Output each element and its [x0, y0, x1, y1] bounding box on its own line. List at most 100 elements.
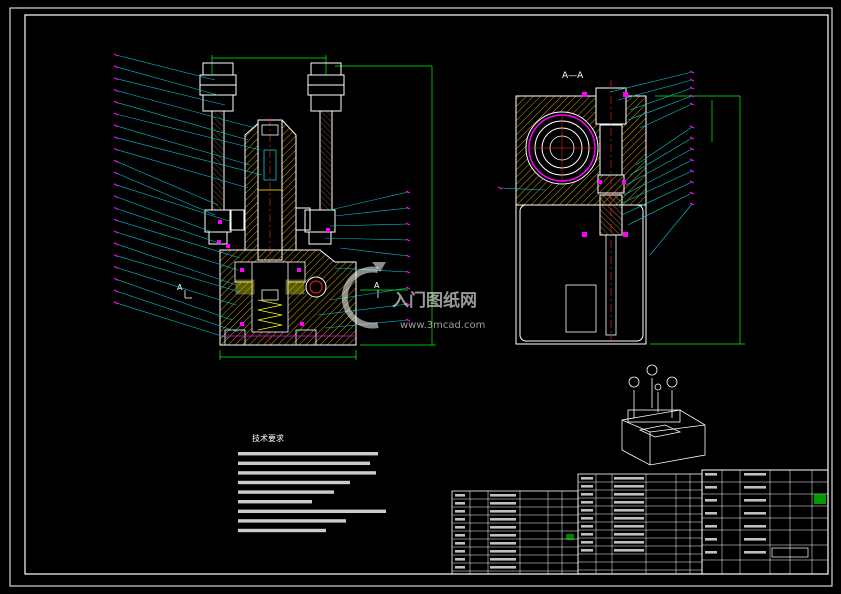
bom-cell-text [614, 485, 644, 488]
tech-line-stroke [238, 519, 346, 523]
leader-line [115, 137, 263, 176]
leader-line [499, 187, 546, 191]
tech-line-stroke [238, 480, 350, 485]
title-cell-text [705, 486, 717, 489]
leader-line [115, 208, 223, 245]
leader-line [115, 78, 226, 106]
watermark-url: www.3mcad.com [400, 320, 485, 331]
bom-cell-text [490, 550, 516, 553]
leader-line [115, 90, 256, 129]
bom-cell-text [455, 566, 465, 569]
balloon-tick [113, 88, 119, 92]
balloon-tick [689, 125, 695, 129]
bom-cell-text [614, 525, 644, 528]
balloon-tick [689, 202, 695, 206]
leader-line [115, 66, 219, 96]
balloon-tick [113, 147, 119, 151]
bom-cell-text [455, 510, 465, 513]
leader-line [324, 237, 409, 241]
title-cell-text [705, 525, 717, 528]
left-leader-lines [113, 53, 263, 339]
bom-cell-text [614, 549, 644, 552]
balloon-tick [689, 102, 695, 106]
balloon-tick [113, 183, 119, 187]
title-cell-text [744, 473, 766, 476]
parts-list [451, 473, 703, 575]
bom-cell-text [581, 541, 593, 544]
balloon-tick [113, 159, 119, 163]
bom-cell-text [455, 558, 465, 561]
drawing-name-box [771, 547, 809, 558]
leader-line [317, 303, 409, 316]
bom-cell-text [581, 549, 593, 552]
title-cell-text [744, 499, 766, 502]
balloon-tick [405, 238, 411, 242]
leader-line [609, 71, 693, 93]
balloon-tick [113, 242, 119, 246]
balloon-tick [405, 318, 411, 322]
bom-cell-text [581, 525, 593, 528]
bom-cell-text [490, 566, 516, 569]
bom-cell-text [490, 502, 516, 505]
title-cell-text [705, 551, 717, 554]
bom-cell-text [581, 517, 593, 520]
watermark: 入门图纸网 www.3mcad.com [341, 262, 485, 331]
balloon-tick [689, 78, 695, 82]
leader-line [639, 103, 693, 129]
balloon-tick [113, 65, 119, 69]
bom-cell-text [581, 509, 593, 512]
leader-line [115, 160, 219, 206]
bom-cell-text [490, 510, 516, 513]
balloon-tick [405, 190, 411, 194]
title-cell-text [744, 512, 766, 515]
parts-list-grid [451, 473, 703, 575]
leader-line [329, 191, 409, 211]
leader-line [115, 196, 213, 233]
bom-highlight [566, 534, 574, 540]
section-leader-lines [497, 70, 695, 256]
leader-line [623, 159, 693, 196]
leader-line [635, 126, 693, 166]
leader-line [329, 223, 409, 227]
drawing-frame [9, 7, 833, 587]
leader-line [629, 87, 693, 111]
tech-line-stroke [238, 509, 386, 513]
bom-cell-text [455, 494, 465, 497]
tech-line-stroke [238, 490, 334, 494]
tech-line-stroke [238, 452, 378, 456]
leader-line [625, 148, 693, 186]
leader-line [115, 54, 216, 81]
bom-cell-text [490, 518, 516, 521]
bom-cell-text [455, 526, 465, 529]
balloon-tick [689, 147, 695, 151]
bom-cell-text [455, 534, 465, 537]
title-cell-text [705, 499, 717, 502]
balloon-tick [113, 100, 119, 104]
technical-requirements: 技术要求 [238, 433, 386, 533]
watermark-brand: 入门图纸网 [392, 290, 477, 311]
balloon-tick [113, 112, 119, 116]
isometric-view [621, 364, 706, 466]
leader-line [115, 113, 261, 151]
leader-line [621, 181, 693, 216]
balloon-tick [113, 301, 119, 305]
balloon-tick [689, 180, 695, 184]
bom-cell-text [581, 493, 593, 496]
leader-line [627, 192, 693, 226]
balloon-tick [113, 124, 119, 128]
balloon-tick [689, 169, 695, 173]
bom-cell-text [581, 533, 593, 536]
balloon-tick [405, 302, 411, 306]
title-cell-text [744, 486, 766, 489]
balloon-tick [113, 206, 119, 210]
title-cell-text [705, 473, 717, 476]
balloon-tick [405, 222, 411, 226]
bom-cell-text [490, 558, 516, 561]
leader-line [115, 172, 216, 216]
tech-title: 技术要求 [252, 433, 284, 443]
leader-line [115, 243, 237, 286]
balloon-tick [113, 77, 119, 81]
balloon-tick [689, 70, 695, 74]
leader-line [627, 95, 693, 121]
balloon-tick [689, 136, 695, 140]
